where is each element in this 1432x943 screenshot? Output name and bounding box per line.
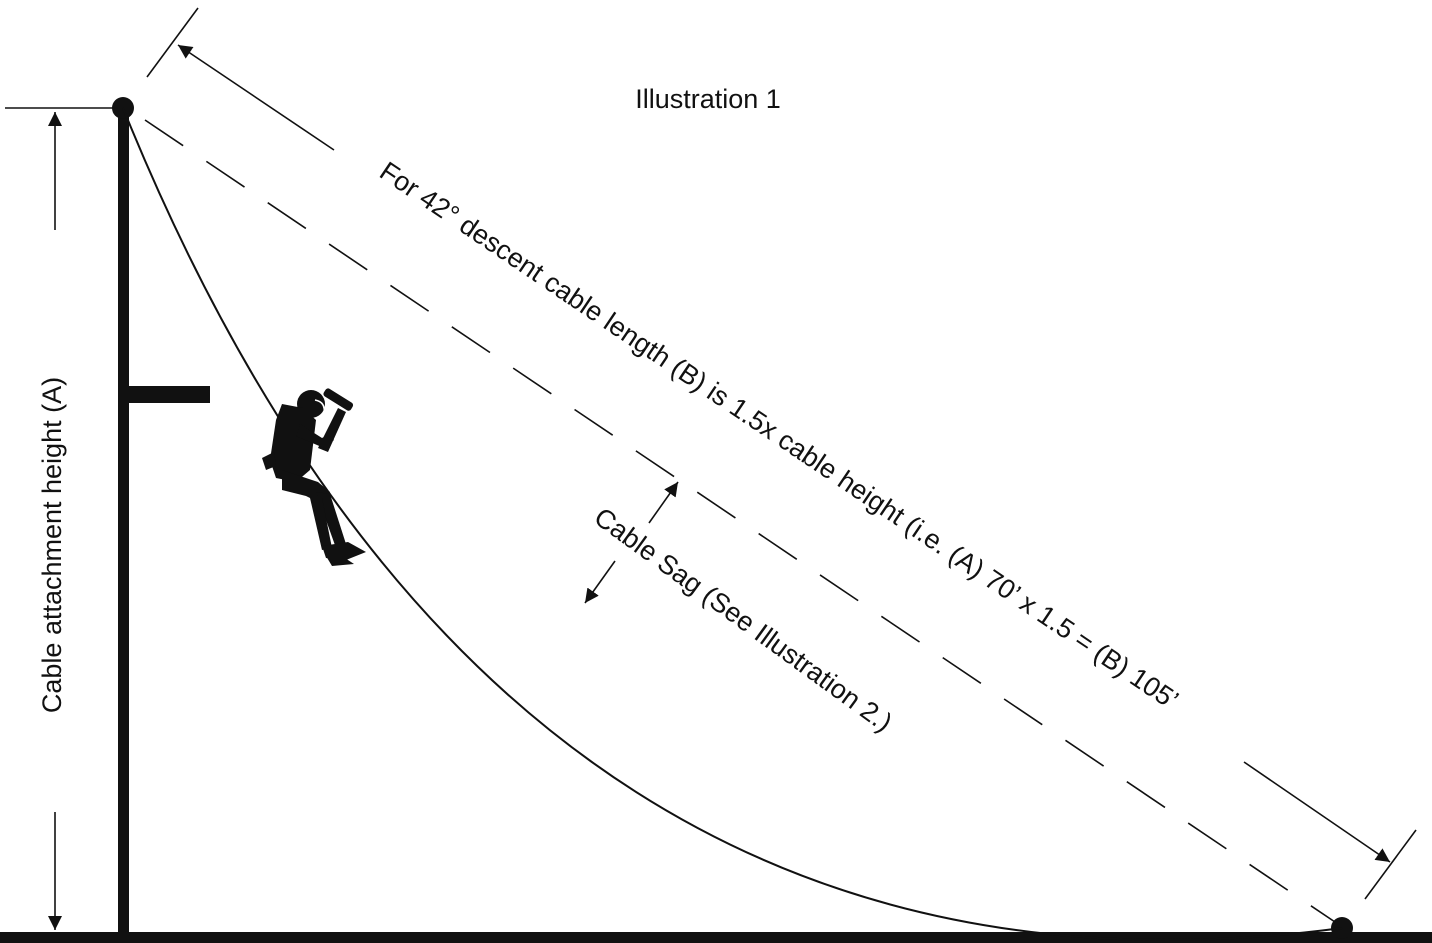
pole [118,108,129,934]
ground-line [0,932,1432,943]
length-arrow-lower [1243,761,1391,863]
sagging-cable [122,107,1343,941]
straight-cable-dashed-line [144,119,1336,923]
illustration-title: Illustration 1 [635,84,781,114]
zipline-rider-figure [262,388,366,566]
sag-arrow-down [584,560,616,604]
length-extension-bottom [1364,829,1417,900]
cable-height-label: Cable attachment height (A) [37,377,67,713]
sag-arrow-up [648,481,679,524]
platform [128,386,210,403]
cable-sag-label: Cable Sag (See Illustration 2.) [589,502,898,738]
length-arrow-upper [177,44,335,151]
length-extension-top [146,7,199,78]
